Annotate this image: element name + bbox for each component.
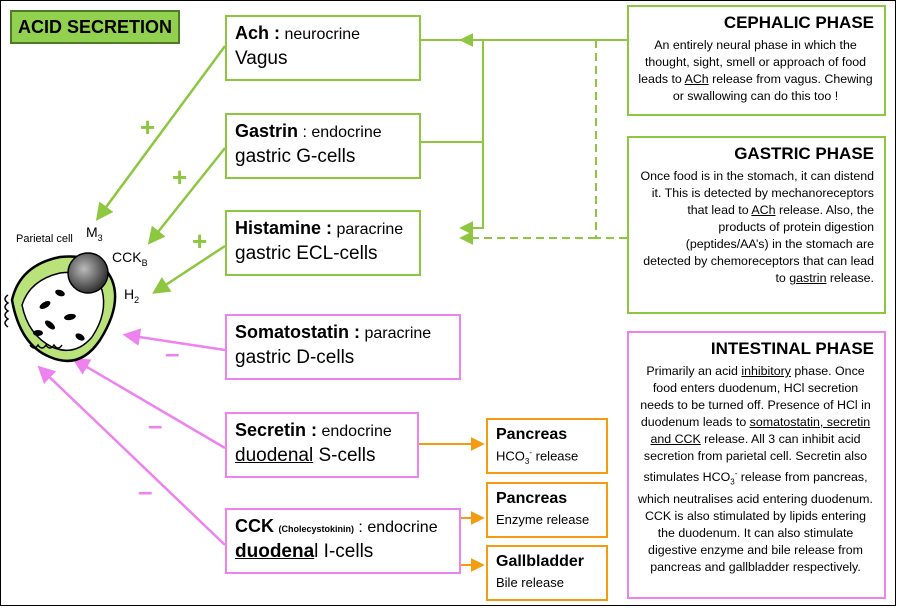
minus-sign-cck: – [138, 476, 153, 506]
hormone-source: gastric ECL-cells [235, 243, 378, 264]
arrow-gastrin-to-cell [147, 147, 226, 245]
plus-sign-gastrin: + [172, 162, 188, 192]
phase-box-cephalic: CEPHALIC PHASE An entirely neural phase … [627, 5, 886, 116]
receptor-h2: H2 [124, 286, 140, 305]
hormone-type: neurocrine [284, 26, 361, 43]
target-title: Pancreas [496, 490, 568, 507]
ach-feedback-line [420, 39, 484, 235]
phase-title: INTESTINAL PHASE [710, 339, 874, 358]
hormone-box-histamine: Histamine : paracrine gastric ECL-cells [225, 210, 421, 276]
target-subtitle: HCO3- release [496, 448, 579, 466]
arrow-cck-to-cell [37, 365, 226, 546]
phase-text: Once food is in the stomach, it can dist… [640, 169, 875, 285]
arrow-histamine-to-cell [152, 244, 226, 294]
hormone-type: paracrine [364, 325, 432, 342]
receptor-cckb: CCKB [112, 249, 148, 268]
arrow-somatostatin-to-cell [122, 328, 226, 352]
hormone-box-somatostatin: Somatostatin : paracrine gastric D-cells [225, 314, 461, 380]
diagram-title: ACID SECRETION [10, 10, 180, 44]
hormone-name: Histamine : [235, 218, 333, 238]
hormone-box-cck: CCK (Cholecystokinin) : endocrine duoden… [225, 508, 461, 574]
target-box-pancreas-hco3: Pancreas HCO3- release [486, 418, 608, 474]
hormone-name: Gastrin [235, 121, 299, 141]
minus-sign-secretin: – [148, 410, 163, 440]
plus-sign-histamine: + [192, 226, 208, 256]
arrow-ach-to-cell [95, 45, 227, 221]
hormone-type: paracrine [336, 221, 404, 238]
parietal-cell-label: Parietal cell [16, 233, 73, 245]
plus-sign-ach: + [140, 112, 156, 142]
phase-title: CEPHALIC PHASE [723, 13, 874, 32]
hormone-type: endocrine [321, 423, 392, 440]
hormone-name: Secretin : [235, 420, 318, 440]
phase-box-gastric: GASTRIC PHASE Once food is in the stomac… [627, 136, 886, 314]
hormone-type: : endocrine [358, 519, 438, 536]
target-box-pancreas-enzyme: Pancreas Enzyme release [486, 482, 608, 538]
phase-box-intestinal: INTESTINAL PHASE Primarily an acid inhib… [627, 331, 886, 599]
arrow-secretin-to-cell [71, 358, 226, 450]
hormone-box-ach: Ach : neurocrine Vagus [225, 15, 421, 81]
hormone-source: duodenal I-cells [235, 541, 374, 562]
hormone-source: gastric D-cells [235, 347, 355, 368]
target-title: Gallbladder [496, 553, 585, 570]
gastric-dashed-to-ach [595, 40, 627, 239]
hormone-name: CCK [235, 516, 274, 536]
target-box-gallbladder: Gallbladder Bile release [486, 545, 608, 601]
receptor-m3: M3 [86, 224, 103, 243]
parietal-cell-graphic [4, 252, 117, 363]
phase-text: Primarily an acid inhibitory phase. Once… [638, 364, 873, 574]
hormone-source: duodenal S-cells [235, 445, 376, 466]
hormone-name: Somatostatin : [235, 322, 361, 342]
hormone-type: : endocrine [302, 124, 382, 141]
hormone-box-gastrin: Gastrin : endocrine gastric G-cells [225, 113, 421, 179]
hormone-name: Ach : [235, 23, 280, 43]
phase-title: GASTRIC PHASE [734, 144, 874, 163]
hormone-source: gastric G-cells [235, 146, 356, 167]
minus-sign-somatostatin: – [165, 338, 180, 368]
target-subtitle: Bile release [496, 575, 564, 590]
hormone-box-secretin: Secretin : endocrine duodenal S-cells [225, 412, 419, 478]
phase-text: An entirely neural phase in which the th… [638, 38, 873, 103]
hormone-source: Vagus [235, 48, 288, 69]
target-title: Pancreas [496, 426, 568, 443]
hormone-subname: (Cholecystokinin) [278, 524, 354, 534]
target-subtitle: Enzyme release [496, 512, 590, 527]
